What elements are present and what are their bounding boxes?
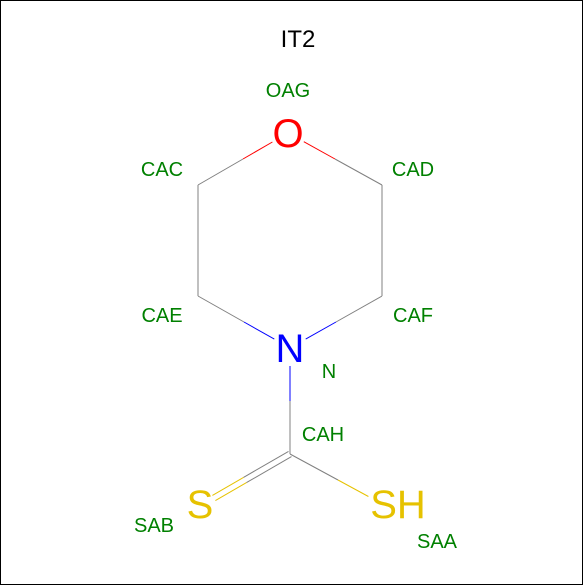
atom-symbol-nitrogen: N — [276, 327, 305, 371]
atom-label-cad: CAD — [392, 159, 434, 181]
diagram-title: IT2 — [281, 26, 316, 53]
atom-label-cah: CAH — [302, 424, 344, 446]
bond-cah-saa-half-b — [337, 479, 369, 497]
bonds-layer — [197, 141, 383, 502]
atom-label-cac: CAC — [141, 159, 183, 181]
bond-cah-sab-line2-half-a — [243, 450, 289, 478]
atom-label-sab: SAB — [134, 515, 174, 537]
atom-symbol-sulfur-saa: SH — [370, 483, 426, 527]
bond-oag-cac-half-a — [242, 141, 273, 160]
bond-caf-n-half-b — [305, 321, 337, 340]
atom-label-cae: CAE — [141, 305, 182, 327]
atom-label-saa: SAA — [417, 531, 458, 553]
bond-oag-cac-half-b — [197, 158, 244, 186]
bond-cah-sab-line1-half-a — [246, 456, 292, 484]
atom-symbol-sulfur-sab: S — [187, 483, 214, 527]
atom-label-oag: OAG — [266, 80, 310, 102]
bond-cah-sab-line1-half-b — [215, 482, 247, 502]
atom-label-n: N — [322, 361, 336, 383]
bond-cah-saa-half-a — [289, 453, 339, 481]
bond-cae-n-half-a — [197, 295, 245, 323]
bond-caf-n-half-a — [335, 295, 383, 323]
bond-cae-n-half-b — [243, 321, 275, 340]
atom-label-caf: CAF — [393, 305, 433, 327]
bond-oag-cad-half-a — [303, 141, 336, 160]
bond-oag-cad-half-b — [334, 158, 383, 186]
atom-symbol-oxygen: O — [272, 112, 303, 156]
bond-cah-sab-line2-half-b — [212, 476, 244, 496]
